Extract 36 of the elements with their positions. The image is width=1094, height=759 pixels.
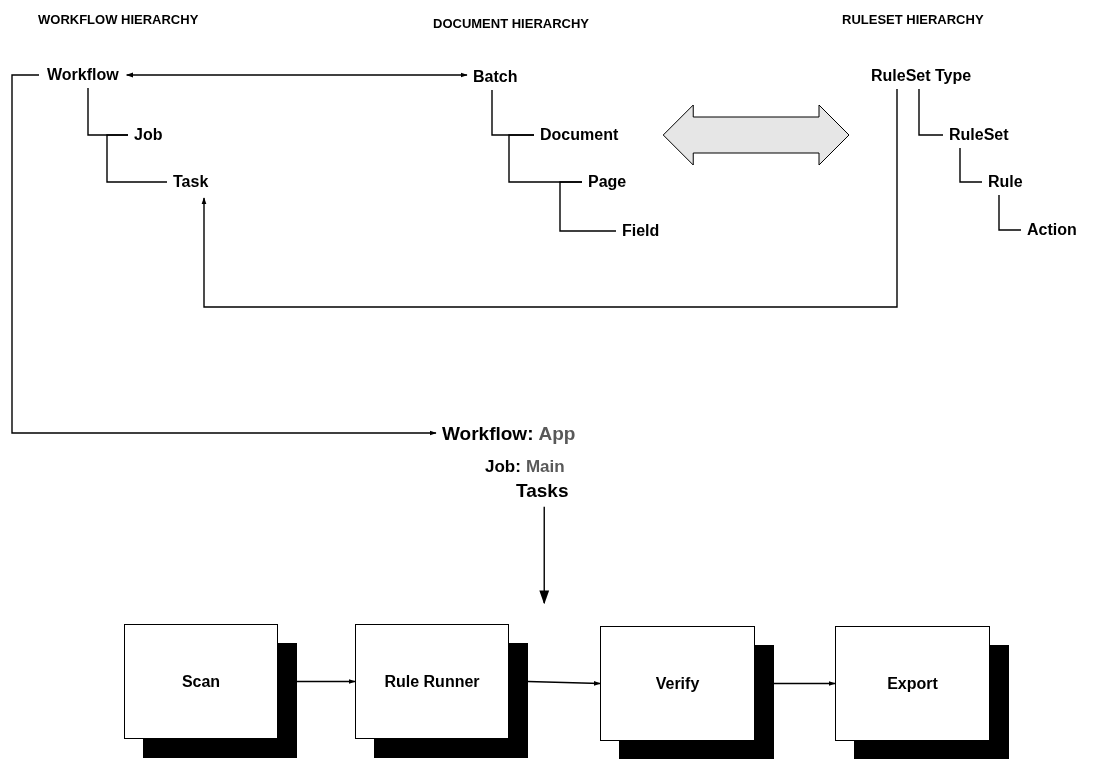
node-label: Task bbox=[173, 172, 209, 192]
task-box: Verify bbox=[600, 626, 755, 741]
node-label: RuleSet bbox=[949, 125, 1009, 145]
section-heading: DOCUMENT HIERARCHY bbox=[433, 15, 589, 33]
job-label: Job: bbox=[485, 456, 521, 478]
connector-line bbox=[918, 88, 944, 136]
connector-line bbox=[106, 134, 168, 183]
job-value: Main bbox=[525, 456, 565, 478]
node-label: Workflow: bbox=[442, 422, 534, 446]
node-label: Tasks bbox=[516, 479, 569, 503]
arrow bbox=[201, 88, 898, 308]
arrow bbox=[11, 74, 437, 436]
node-label: Job bbox=[134, 125, 163, 145]
node-label: Action bbox=[1027, 220, 1077, 240]
connector-line bbox=[998, 194, 1022, 231]
task-box: Scan bbox=[124, 624, 278, 739]
node-label: Workflow bbox=[47, 65, 119, 85]
node-label: Rule bbox=[988, 172, 1023, 192]
arrow bbox=[527, 680, 601, 686]
node-label: Field bbox=[622, 221, 660, 241]
arrow bbox=[539, 506, 550, 605]
double-block-arrow bbox=[662, 104, 850, 166]
connector-line bbox=[959, 147, 983, 183]
section-heading: RULESET HIERARCHY bbox=[842, 11, 984, 29]
node-label: Document bbox=[540, 125, 619, 145]
node-label: RuleSet Type bbox=[871, 66, 972, 86]
connector-line bbox=[559, 181, 617, 232]
task-box: Rule Runner bbox=[355, 624, 509, 739]
section-heading: WORKFLOW HIERARCHY bbox=[38, 11, 199, 29]
task-box: Export bbox=[835, 626, 990, 741]
value-label: App bbox=[538, 422, 576, 446]
arrow bbox=[126, 72, 468, 78]
node-label: Page bbox=[588, 172, 627, 192]
arrow bbox=[773, 681, 836, 686]
node-label: Batch bbox=[473, 67, 518, 87]
arrow bbox=[296, 679, 356, 684]
